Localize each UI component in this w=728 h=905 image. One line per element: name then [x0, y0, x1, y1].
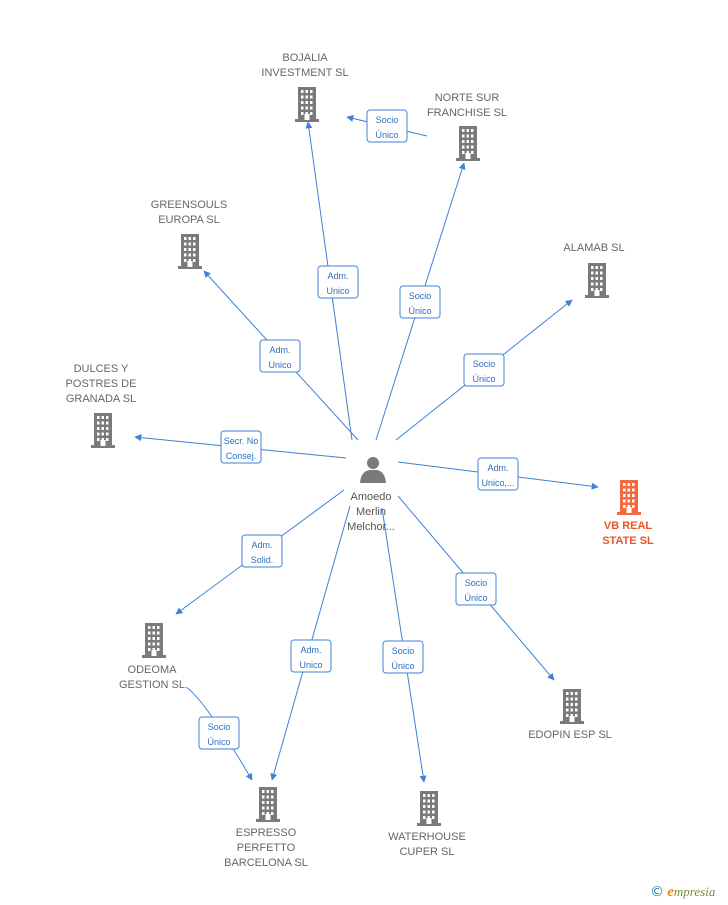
company-name: VB REAL	[604, 520, 653, 532]
relation-label: Socio	[409, 291, 432, 301]
empresia-logo[interactable]: © empresia	[650, 884, 716, 900]
edge-person-bojalia[interactable]: Adm. Unico	[305, 121, 359, 441]
relation-label: Adm.	[487, 463, 508, 473]
relation-label: Unico	[299, 660, 322, 670]
edge-person-dulces[interactable]: Secr. No Consej.	[134, 430, 347, 464]
building-icon	[256, 787, 280, 822]
company-name: ODEOMA	[128, 664, 178, 676]
relation-label: Adm.	[300, 645, 321, 655]
relation-label: Adm.	[269, 345, 290, 355]
company-node-bojalia[interactable]: BOJALIA INVESTMENT SL	[261, 52, 349, 122]
company-name: EUROPA SL	[158, 214, 220, 226]
edge-person-greensouls[interactable]: Adm. Unico	[203, 270, 359, 441]
relation-label: Único	[464, 593, 487, 603]
building-icon	[456, 126, 480, 161]
company-node-edopin[interactable]: EDOPIN ESP SL	[528, 689, 612, 741]
relation-label: Unico	[326, 286, 349, 296]
relation-label: Socio	[473, 359, 496, 369]
edge-person-espresso[interactable]: Adm. Unico	[270, 505, 351, 781]
relation-label: Único	[391, 661, 414, 671]
building-icon	[617, 480, 641, 515]
company-name: GREENSOULS	[151, 199, 227, 211]
person-name: Melchor...	[347, 521, 395, 533]
company-name: BOJALIA	[282, 52, 328, 64]
company-name: STATE SL	[602, 535, 654, 547]
relation-label: Único	[207, 737, 230, 747]
relation-badge[interactable]: Secr. No Consej.	[220, 430, 262, 464]
company-node-vbreal[interactable]: VB REAL STATE SL	[602, 480, 654, 547]
company-node-odeoma[interactable]: ODEOMA GESTION SL	[119, 623, 185, 691]
relation-badge[interactable]: Adm. Unico	[259, 339, 301, 373]
company-node-norte[interactable]: NORTE SUR FRANCHISE SL	[427, 92, 507, 161]
company-node-espresso[interactable]: ESPRESSO PERFETTO BARCELONA SL	[224, 787, 308, 869]
relation-label: Socio	[376, 115, 399, 125]
building-icon	[295, 87, 319, 122]
company-name: DULCES Y	[74, 363, 129, 375]
company-name: GESTION SL	[119, 679, 185, 691]
company-name: EDOPIN ESP SL	[528, 729, 612, 741]
person-icon	[360, 457, 386, 483]
relation-label: Único	[375, 130, 398, 140]
company-name: POSTRES DE	[66, 378, 137, 390]
person-name: Amoedo	[351, 491, 392, 503]
relation-badge[interactable]: Adm. Unico,...	[477, 457, 519, 491]
company-name: CUPER SL	[399, 846, 454, 858]
company-name: BARCELONA SL	[224, 857, 308, 869]
company-node-greensouls[interactable]: GREENSOULS EUROPA SL	[151, 199, 227, 269]
relation-label: Solid.	[251, 555, 274, 565]
building-icon	[417, 791, 441, 826]
edge-person-vbreal[interactable]: Adm. Unico,...	[397, 457, 599, 491]
company-name: NORTE SUR	[435, 92, 500, 104]
relation-label: Socio	[392, 646, 415, 656]
building-icon	[142, 623, 166, 658]
company-name: INVESTMENT SL	[261, 67, 348, 79]
relation-label: Socio	[465, 578, 488, 588]
company-name: WATERHOUSE	[388, 831, 466, 843]
relation-label: Adm.	[327, 271, 348, 281]
company-name: ESPRESSO	[236, 827, 297, 839]
company-name: ALAMAB SL	[563, 242, 624, 254]
building-icon	[560, 689, 584, 724]
relation-label: Unico	[268, 360, 291, 370]
relation-label: Único	[408, 306, 431, 316]
copyright-icon: ©	[650, 884, 664, 900]
person-name: Merlin	[356, 506, 386, 518]
person-node[interactable]: AmoedoMerlinMelchor...	[347, 457, 395, 533]
relation-label: Único	[472, 374, 495, 384]
building-icon	[585, 263, 609, 298]
relation-badge[interactable]: Adm. Unico	[290, 639, 332, 673]
relation-label: Adm.	[251, 540, 272, 550]
company-name: GRANADA SL	[66, 393, 136, 405]
company-node-alamab[interactable]: ALAMAB SL	[563, 242, 625, 298]
relation-label: Unico,...	[481, 478, 514, 488]
company-node-waterhouse[interactable]: WATERHOUSE CUPER SL	[388, 791, 466, 858]
company-name: FRANCHISE SL	[427, 107, 507, 119]
building-icon	[178, 234, 202, 269]
company-name: PERFETTO	[237, 842, 296, 854]
relation-label: Socio	[208, 722, 231, 732]
relation-badge[interactable]: Adm. Solid.	[241, 534, 283, 568]
relation-label: Secr. No	[224, 436, 259, 446]
relation-label: Consej.	[226, 451, 257, 461]
building-icon	[91, 413, 115, 448]
company-node-dulces[interactable]: DULCES Y POSTRES DE GRANADA SL	[66, 363, 137, 448]
edge-person-odeoma[interactable]: Adm. Solid.	[175, 489, 345, 615]
relation-badge[interactable]: Adm. Unico	[317, 265, 359, 299]
